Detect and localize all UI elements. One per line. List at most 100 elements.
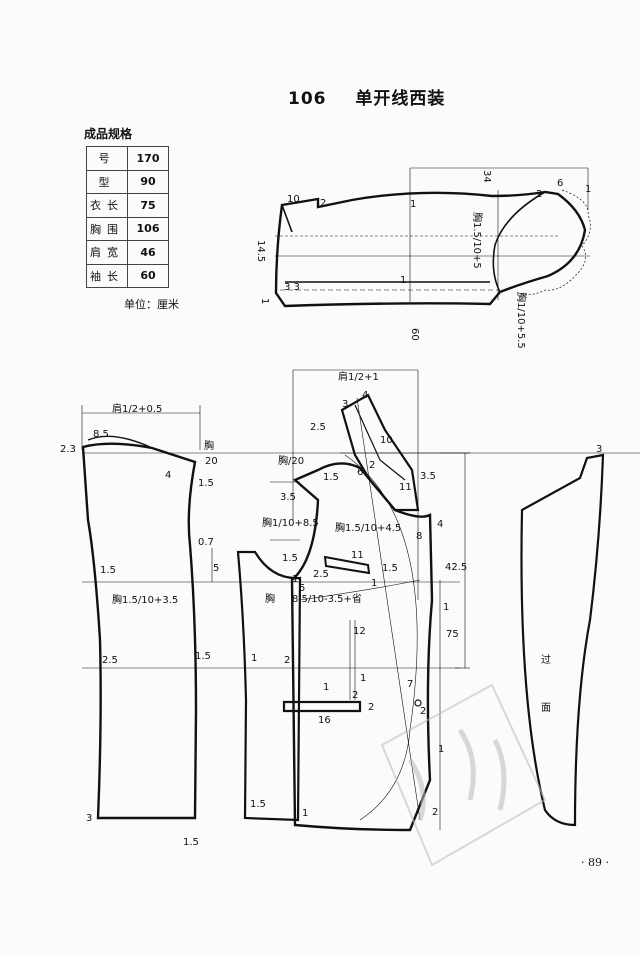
front-dim-2-5b: 2.5 [313, 569, 329, 580]
facing-label-1: 过 [541, 653, 551, 666]
front-outline [290, 462, 434, 832]
facing-labels: 3 过 面 [541, 444, 602, 714]
back-dim-8-5: 8.5 [93, 429, 109, 440]
front-dim-1f: 1 [323, 682, 329, 693]
spec-label: 号 [86, 146, 128, 171]
back-chest-label: 胸 [204, 439, 214, 452]
watermark-stroke [492, 738, 507, 811]
watermark-stroke [457, 728, 476, 801]
spec-label: 胸围 [86, 216, 128, 241]
front-piece [236, 369, 470, 832]
back-dim-0-7: 0.7 [198, 537, 214, 548]
page-title: 106 单开线西装 [288, 84, 445, 109]
watermark-seal-frame [380, 683, 547, 867]
watermark-seal [380, 683, 547, 867]
front-dim-1e: 1 [443, 602, 449, 613]
back-dim-1-5c: 1.5 [195, 651, 211, 662]
side-panel-outline [236, 550, 302, 822]
front-chest-8-5: 胸1/10+8.5 [262, 516, 319, 529]
front-dim-2-5: 2.5 [310, 422, 326, 433]
sleeve-dim-1c: 1 [400, 275, 406, 286]
front-dim-11a: 11 [399, 482, 412, 493]
pattern-name: 单开线西装 [355, 89, 446, 109]
button-mark [414, 699, 422, 707]
spec-value: 170 [127, 146, 169, 171]
front-dim-6: 6 [357, 467, 363, 478]
sleeve-labels: 34 10 2 1 6 2 1 14.5 1 3 3 1 60 胸1.5/10+… [255, 170, 591, 349]
front-dim-2d: 2 [352, 690, 358, 701]
sleeve-dim-2b: 2 [536, 189, 542, 200]
front-dim-10: 10 [380, 435, 393, 446]
front-dim-7: 7 [407, 679, 413, 690]
front-dim-1c: 1 [360, 673, 366, 684]
front-chest-dart: 8.5/10-3.5+省 [292, 592, 362, 605]
back-chest-20: 20 [205, 456, 218, 467]
front-dim-2c: 2 [420, 706, 426, 717]
front-dim-1-5b: 1.5 [282, 553, 298, 564]
front-chest-20: 胸/20 [278, 454, 304, 467]
facing-piece [520, 453, 605, 827]
front-dim-1d: 1 [251, 653, 257, 664]
front-dim-1g: 1 [302, 808, 308, 819]
front-dim-5: 5 [299, 583, 305, 594]
sleeve-chest-top: 胸1.5/10+5 [471, 212, 484, 269]
front-dim-2f: 2 [432, 807, 438, 818]
sleeve-dim-34: 34 [481, 170, 492, 183]
sleeve-cuff-line [281, 204, 293, 233]
sleeve-under-curve [492, 191, 546, 293]
back-dim-1-5d: 1.5 [183, 837, 199, 848]
front-dim-1b: 1 [292, 574, 298, 585]
front-dim-4: 4 [362, 390, 368, 401]
sleeve-dim-60: 60 [409, 328, 420, 341]
front-dim-12: 12 [353, 626, 366, 637]
front-dim-1-5c: 1.5 [382, 563, 398, 574]
watermark-stroke [407, 758, 426, 821]
front-dim-1h: 1 [438, 744, 444, 755]
facing-outline [520, 453, 605, 827]
sleeve-dim-2: 2 [320, 198, 326, 209]
sleeve-dim-10: 10 [287, 194, 300, 205]
spec-value: 75 [127, 193, 169, 218]
front-dim-2: 2 [369, 460, 375, 471]
spec-heading: 成品规格 [84, 127, 133, 141]
front-chest-label: 胸 [265, 592, 275, 605]
facing-dim-3: 3 [596, 444, 602, 455]
pattern-number: 106 [288, 89, 327, 109]
sleeve-outline [274, 190, 587, 308]
sleeve-dim-1b: 1 [585, 184, 591, 195]
back-neckline [87, 435, 151, 448]
back-labels: 肩1/2+0.5 2.3 8.5 胸 20 4 1.5 0.7 5 1.5 胸1… [60, 402, 219, 848]
front-dim-1-5d: 1.5 [250, 799, 266, 810]
back-shoulder-formula: 肩1/2+0.5 [112, 402, 162, 415]
front-dim-75-label: 75 [446, 629, 459, 640]
collar-outline [340, 393, 420, 512]
front-dim-3-5a: 3.5 [280, 492, 296, 503]
chest-welt-pocket [323, 555, 371, 575]
back-dim-3: 3 [86, 813, 92, 824]
spec-value: 60 [127, 263, 169, 288]
spec-value: 46 [127, 240, 169, 265]
back-dim-1-5b: 1.5 [100, 565, 116, 576]
sleeve-dashed-curve [514, 189, 591, 295]
front-dim-3: 3 [342, 399, 348, 410]
front-chest-4-5: 胸1.5/10+4.5 [335, 521, 401, 534]
front-curve-guide [299, 579, 421, 601]
lapel-roll-line [356, 397, 421, 821]
front-dim-8: 8 [416, 531, 422, 542]
spec-label: 衣长 [86, 193, 128, 218]
sleeve-draft [274, 167, 591, 308]
sleeve-dim-1d: 1 [259, 298, 270, 304]
collar-inner-line [354, 404, 406, 481]
sleeve-dim-3-3: 3 3 [284, 282, 300, 293]
front-dim-3-5b: 3.5 [420, 471, 436, 482]
front-dim-2e: 2 [368, 702, 374, 713]
back-dim-5: 5 [213, 563, 219, 574]
front-dim-4b: 4 [437, 519, 443, 530]
